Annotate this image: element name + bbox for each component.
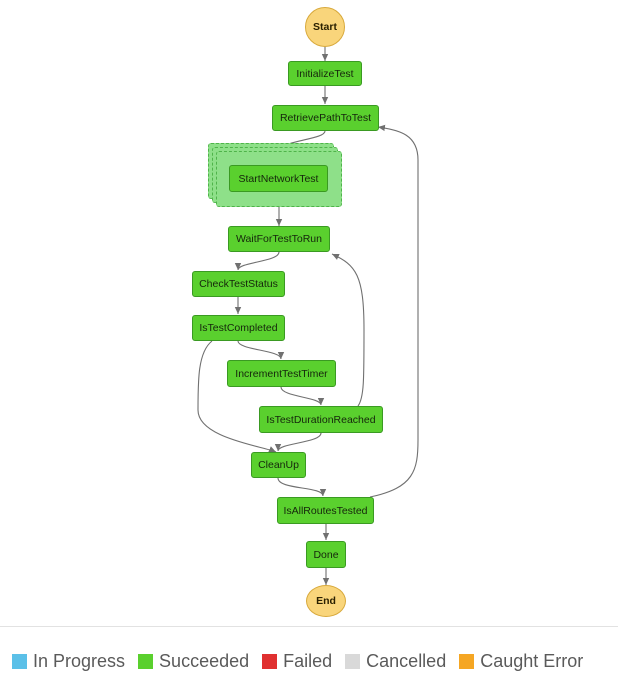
state-start-network-test[interactable]: StartNetworkTest <box>229 165 328 192</box>
status-legend: In Progress Succeeded Failed Cancelled C… <box>12 649 583 673</box>
workflow-edges <box>197 46 419 585</box>
legend-label-succeeded: Succeeded <box>159 650 250 671</box>
state-is-test-completed[interactable]: IsTestCompleted <box>192 315 285 341</box>
legend-label-cancelled: Cancelled <box>366 650 447 671</box>
state-wait-for-test-to-run[interactable]: WaitForTestToRun <box>228 226 330 252</box>
state-initialize-test[interactable]: InitializeTest <box>288 61 362 86</box>
edge-allrouted-retrieve <box>369 124 419 498</box>
legend-item-succeeded: Succeeded <box>138 651 249 672</box>
state-clean-up[interactable]: CleanUp <box>251 452 306 478</box>
state-is-all-routes-tested[interactable]: IsAllRoutesTested <box>277 497 374 524</box>
edge-iscompleted-cleanup <box>197 340 277 453</box>
failed-swatch-icon <box>262 653 278 669</box>
edge-durationreached-wait <box>331 253 365 407</box>
legend-divider <box>0 626 618 627</box>
edge-increment-durationreached <box>280 386 325 406</box>
state-done[interactable]: Done <box>306 541 346 568</box>
edge-durationreached-cleanup <box>274 432 322 452</box>
state-increment-test-timer[interactable]: IncrementTestTimer <box>227 360 336 387</box>
succeeded-swatch-icon <box>138 653 154 669</box>
state-retrieve-path-to-test[interactable]: RetrievePathToTest <box>272 105 379 131</box>
edge-iscompleted-increment <box>237 340 285 360</box>
legend-item-cancelled: Cancelled <box>345 651 446 672</box>
legend-label-in-progress: In Progress <box>33 650 126 671</box>
end-node[interactable]: End <box>306 585 346 617</box>
in-progress-swatch-icon <box>12 653 27 669</box>
legend-item-failed: Failed <box>262 651 332 672</box>
legend-label-failed: Failed <box>283 650 333 671</box>
edge-cleanup-allrouted <box>277 477 327 497</box>
start-node[interactable]: Start <box>305 7 345 47</box>
state-is-test-duration-reached[interactable]: IsTestDurationReached <box>259 406 383 433</box>
legend-item-in-progress: In Progress <box>12 651 125 672</box>
edge-wait-check <box>234 251 280 271</box>
caught-error-swatch-icon <box>459 653 475 669</box>
state-check-test-status[interactable]: CheckTestStatus <box>192 271 285 297</box>
cancelled-swatch-icon <box>345 653 361 669</box>
legend-item-caught-error: Caught Error <box>459 651 583 672</box>
legend-label-caught-error: Caught Error <box>480 650 584 671</box>
